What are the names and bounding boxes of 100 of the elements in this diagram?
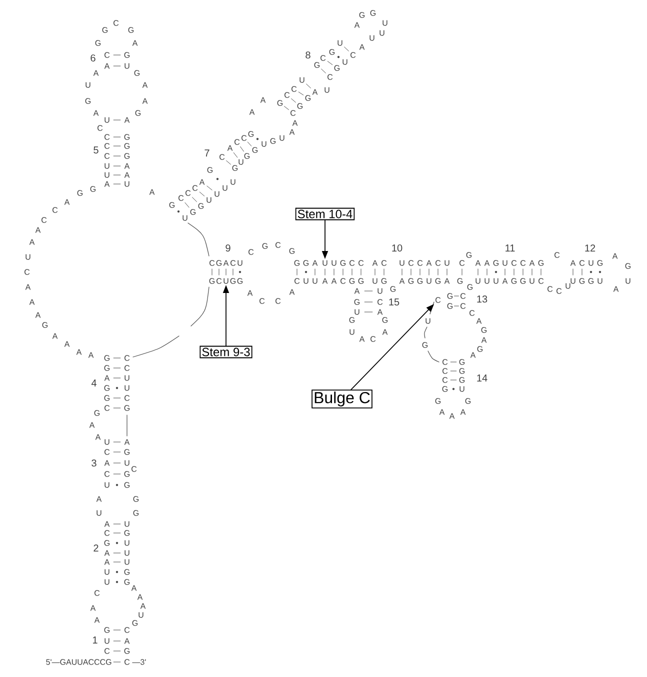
nucleotide-letter: C [24,269,30,275]
nucleotide-letter: U [304,278,308,284]
nucleotide-letter: C [52,207,58,213]
nucleotide-letter: G [349,278,355,284]
nucleotide-letter: G [124,482,130,488]
nucleotide-letter: A [124,439,130,445]
nucleotide-letter: C [350,52,356,58]
nucleotide-letter: G [133,510,139,516]
nucleotide-letter: U [426,318,430,324]
nucleotide-letter: G [340,260,346,266]
nucleotide-letter: C [292,86,297,92]
stem-number: 10 [392,244,402,252]
nucleotide-letter: A [76,349,82,355]
nucleotide-letter: G [442,386,448,392]
nucleotide-letter: U [372,278,378,284]
nucleotide-letter: G [124,569,130,575]
nucleotide-letter: A [142,98,148,104]
nucleotide-letter: G [349,317,355,323]
nucleotide-letter: G [232,165,238,171]
nucleotide-letter: G [417,278,423,284]
nucleotide-letter: U [322,260,328,266]
nucleotide-letter: U [238,159,244,165]
nucleotide-letter: G [124,648,130,654]
nucleotide-letter: A [312,260,318,266]
nucleotide-letter: G [359,12,365,18]
nucleotide-letter: A [249,109,255,115]
nucleotide-letter: G [329,49,335,55]
nucleotide-letter: C [220,154,225,160]
nucleotide-letter: A [439,409,445,415]
nucleotide-letter: G [90,186,96,192]
nucleotide-letter: U [426,278,432,284]
nucleotide-letter: C [436,260,441,266]
nucleotide-letter: C [124,627,130,633]
nucleotide-letter: A [481,337,487,343]
nucleotide-letter: G [481,327,487,333]
nucleotide-letter: C [294,278,300,284]
nucleotide-letter: A [460,409,466,415]
nucleotide-letter: C [186,190,191,196]
nucleotide-letter: U [626,278,630,284]
nucleotide-letter: G [128,27,134,33]
nucleotide-letter: U [104,117,110,123]
nucleotide-letter: G [244,153,250,159]
nucleotide-letter: C [98,125,103,131]
nucleotide-letter: U [26,254,30,260]
nucleotide-letter: A [470,352,476,358]
nucleotide-letter: G [408,278,414,284]
nucleotide-letter: A [104,63,110,69]
nucleotide-letter: G [169,202,175,208]
nucleotide-letter: U [382,20,388,26]
nucleotide-letter: G [305,95,311,101]
nucleotide-letter: C [408,260,414,266]
nucleotide-letter: G [95,40,101,46]
nucleotide-letter: C [104,648,110,654]
nucleotide-letter: C [192,185,198,191]
nucleotide-letter: U [124,375,130,381]
nucleotide-letter: A [502,278,508,284]
nucleotide-letter: U [214,191,220,197]
strand-end-label: 5'—GAUUACCCG [46,659,112,665]
nucleotide-letter: A [132,40,138,46]
nucleotide-letter: G [248,131,254,137]
nucleotide-letter: G [42,322,48,328]
nucleotide-letter: G [124,579,130,585]
nucleotide-letter: U [124,181,130,187]
nucleotide-letter: G [124,471,130,477]
nucleotide-letter: A [104,559,110,565]
nucleotide-letter: C [460,260,465,266]
nucleotide-letter: U [124,559,130,565]
nucleotide-letter: A [359,44,365,50]
nucleotide-letter: U [350,329,354,335]
nucleotide-letter: C [104,530,110,536]
nucleotide-letter: G [465,398,471,404]
nucleotide-letter: G [354,299,360,305]
nucleotide-letter: U [494,278,498,284]
nucleotide-letter: C [124,365,130,371]
nucleotide-letter: A [260,97,266,103]
nucleotide-letter: C [234,139,240,145]
nucleotide-letter: A [484,260,490,266]
nucleotide-letter: A [331,278,337,284]
nucleotide-letter: C [104,153,110,159]
nucleotide-letter: A [322,278,328,284]
nucleotide-letter: C [284,92,290,98]
nucleotide-letter: G [77,190,83,196]
nucleotide-letter: A [289,129,295,135]
nucleotide-letter: C [328,74,333,80]
stem-number: 3 [92,459,96,467]
nucleotide-letter: A [104,181,110,187]
nucleotide-letter: C [358,260,364,266]
label-box: Stem 10-4 [295,208,355,220]
nucleotide-letter: A [131,585,137,591]
nucleotide-letter: C [512,260,517,266]
label-box: Stem 9-3 [200,346,252,358]
nucleotide-letter: A [64,341,70,347]
nucleotide-letter: U [86,82,90,88]
nucleotide-letter: G [135,110,141,116]
nucleotide-letter: C [104,471,110,477]
nucleotide-letter: G [370,10,376,16]
nucleotide-letter: C [370,336,376,342]
nucleotide-letter: C [104,449,110,455]
nucleotide-letter: U [354,309,360,315]
nucleotide-letter: C [210,260,215,266]
